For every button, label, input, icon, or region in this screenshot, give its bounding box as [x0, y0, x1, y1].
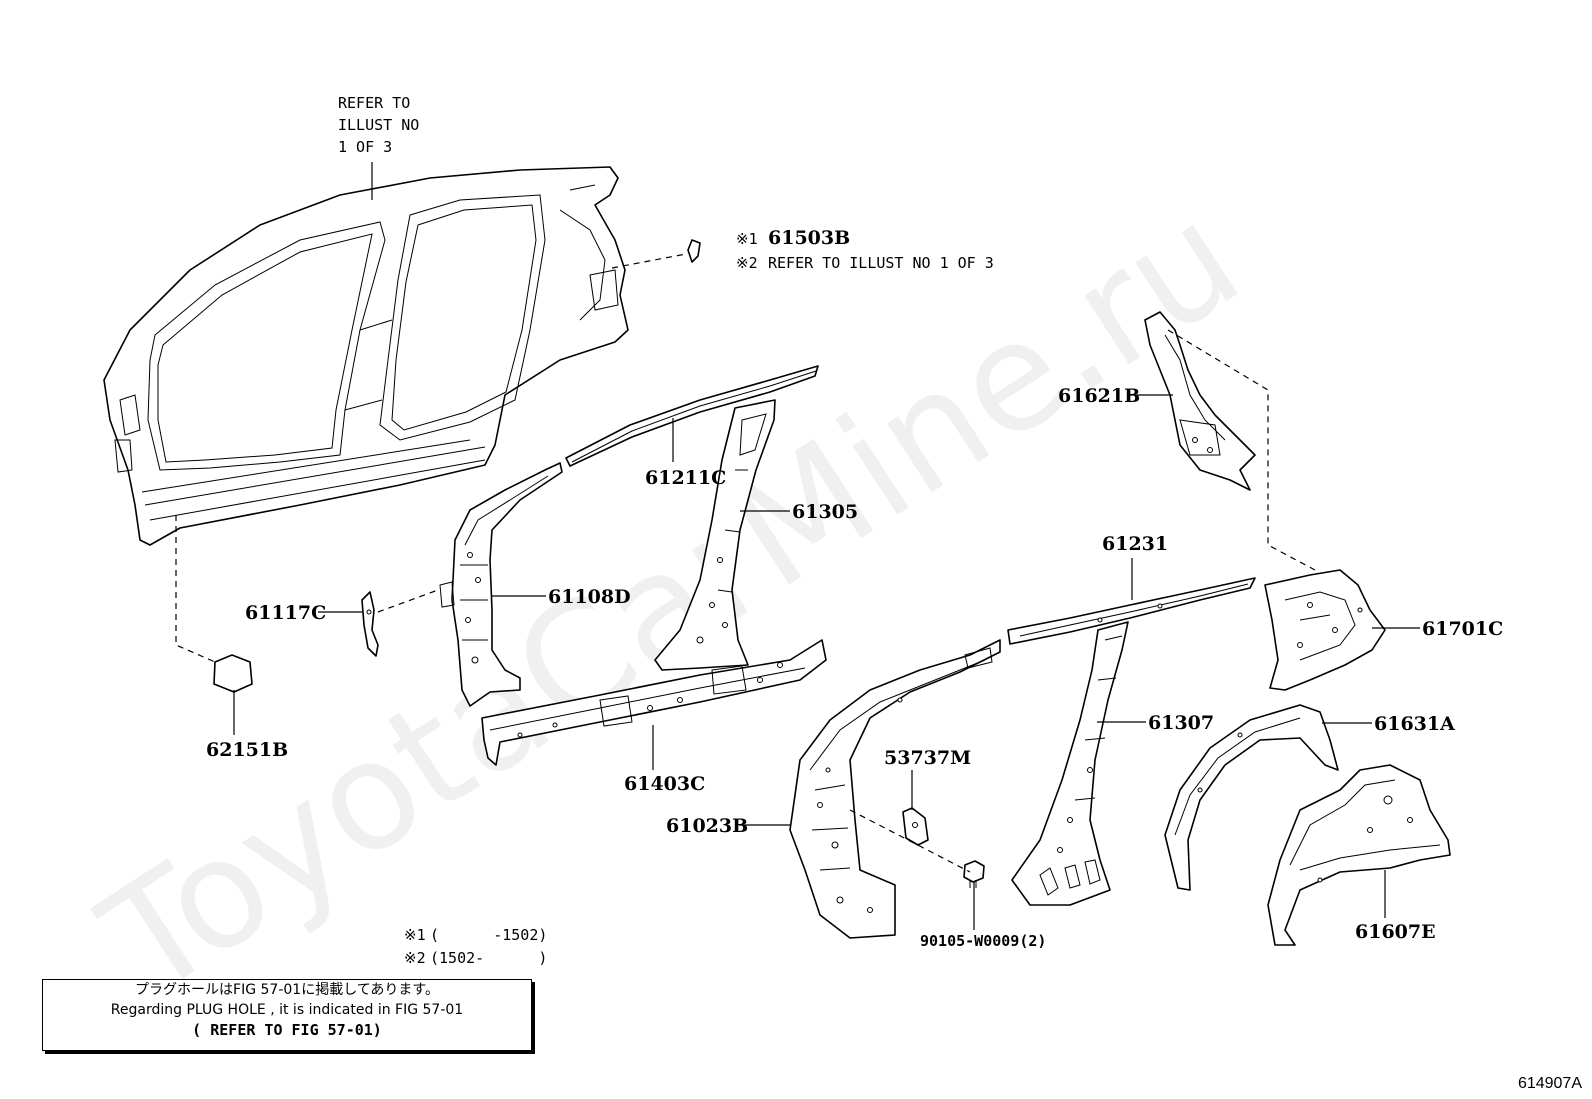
part-62151B[interactable]	[213, 654, 253, 693]
side-panel-assembly[interactable]	[103, 166, 629, 546]
refer-note-line-1: REFER TO	[338, 94, 410, 112]
part-61117C[interactable]	[361, 591, 379, 657]
callout-61631A[interactable]: 61631A	[1374, 713, 1455, 735]
part-61307[interactable]	[1011, 621, 1129, 906]
callout-61305[interactable]: 61305	[792, 501, 858, 523]
part-61231[interactable]	[1007, 577, 1256, 645]
legend: ※1 ( -1502) ※2 (1502- )	[404, 926, 547, 967]
plug-hole-note: プラグホールはFIG 57-01に掲載してあります。 Regarding PLU…	[42, 979, 532, 1051]
part-61631A[interactable]	[1164, 704, 1339, 891]
part-61607E[interactable]	[1267, 764, 1451, 946]
note-english: Regarding PLUG HOLE , it is indicated in…	[110, 1002, 464, 1018]
callout-61621B[interactable]: 61621B	[1058, 385, 1140, 407]
callout-61503B-ref-mark: ※2	[736, 254, 758, 272]
callout-61108D[interactable]: 61108D	[548, 586, 631, 608]
callout-90105-W0009[interactable]: 90105-W0009(2)	[920, 932, 1046, 950]
part-61701C[interactable]	[1264, 569, 1386, 691]
legend-range-1: ( -1502)	[430, 926, 547, 944]
callout-61231[interactable]: 61231	[1102, 533, 1168, 555]
legend-mark-2: ※2	[404, 949, 426, 967]
callout-61701C[interactable]: 61701C	[1422, 618, 1503, 640]
part-53737M[interactable]	[902, 807, 929, 846]
part-61108D[interactable]	[439, 462, 563, 707]
callout-61607E[interactable]: 61607E	[1355, 921, 1436, 943]
part-61023B[interactable]	[789, 639, 1001, 939]
callout-62151B[interactable]: 62151B	[206, 739, 288, 761]
note-japanese: プラグホールはFIG 57-01に掲載してあります。	[135, 982, 439, 998]
callout-61403C[interactable]: 61403C	[624, 773, 705, 795]
callout-61307[interactable]: 61307	[1148, 712, 1214, 734]
figure-id: 614907A	[1517, 1075, 1582, 1092]
callout-61503B-mark: ※1	[736, 230, 758, 248]
refer-note-line-3: 1 OF 3	[338, 138, 392, 156]
note-reference: ( REFER TO FIG 57-01)	[192, 1021, 382, 1039]
part-90105-W0009[interactable]	[963, 860, 985, 888]
callout-61117C[interactable]: 61117C	[245, 602, 326, 624]
callout-53737M[interactable]: 53737M	[884, 747, 971, 769]
part-61305[interactable]	[654, 399, 776, 671]
refer-note-line-2: ILLUST NO	[338, 116, 419, 134]
legend-mark-1: ※1	[404, 926, 426, 944]
part-61503B[interactable]	[687, 239, 701, 263]
refer-note: REFER TO ILLUST NO 1 OF 3	[338, 94, 419, 156]
legend-range-2: (1502- )	[430, 949, 547, 967]
callout-61503B[interactable]: 61503B	[768, 227, 850, 249]
callout-61503B-ref: REFER TO ILLUST NO 1 OF 3	[768, 254, 994, 272]
callout-61023B[interactable]: 61023B	[666, 815, 748, 837]
part-61403C[interactable]	[481, 639, 827, 766]
callout-61211C[interactable]: 61211C	[645, 467, 726, 489]
part-61211C[interactable]	[565, 365, 819, 467]
